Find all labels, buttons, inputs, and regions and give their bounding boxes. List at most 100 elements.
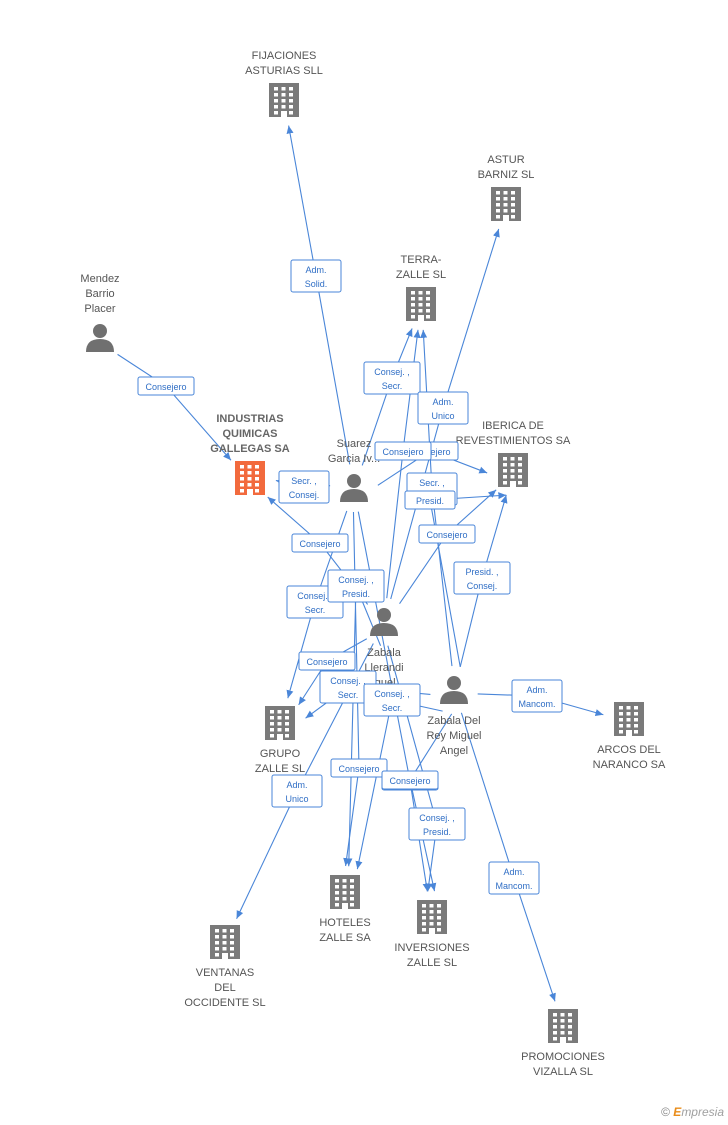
relation-label[interactable]: Presid. , Consej. [453, 561, 511, 595]
building-icon [417, 900, 447, 934]
node-label-line: DEL [214, 982, 235, 994]
relation-label[interactable]: Consejero [374, 441, 432, 461]
brand-logo-text: mpresia [681, 1105, 724, 1119]
node-label-line: Barrio [85, 288, 114, 300]
relation-label-text: Consej. , [338, 575, 374, 585]
relation-label[interactable]: Consej. ,Secr. [363, 361, 421, 395]
node-label-line: Mendez [80, 273, 119, 285]
person-icon [370, 608, 398, 636]
relation-label-box [404, 490, 456, 510]
person-icon [86, 324, 114, 352]
relation-label-box [453, 561, 511, 595]
node-label-line: ZALLE SL [407, 957, 457, 969]
person-icon [340, 474, 368, 502]
relation-label-box [374, 441, 432, 461]
relation-label-box [298, 651, 356, 671]
node-astur[interactable]: ASTUR BARNIZ SL [478, 154, 535, 221]
node-promociones[interactable]: PROMOCIONES VIZALLA SL [521, 1009, 605, 1078]
relation-label[interactable]: Consej. , Presid. [327, 569, 385, 603]
node-label-line: BARNIZ SL [478, 169, 535, 181]
node-label-line: Suarez [337, 438, 372, 450]
relation-label[interactable]: Consejero [291, 533, 349, 553]
node-label-line: HOTELES [319, 917, 370, 929]
node-terrazalle[interactable]: TERRA-ZALLE SL [396, 254, 446, 321]
relation-label-text: Consejero [145, 382, 186, 392]
node-label-line: ZALLE SL [396, 269, 446, 281]
node-label-line: ASTURIAS SLL [245, 65, 323, 77]
relation-label[interactable]: Consejero [298, 651, 356, 671]
relation-label-box [381, 770, 439, 790]
person-icon [440, 676, 468, 704]
relation-label-box [363, 361, 421, 395]
relation-label-text: Consej. [467, 581, 498, 591]
building-icon [210, 925, 240, 959]
relation-label[interactable]: Adm.Unico [271, 774, 323, 808]
relation-label[interactable]: Adm.Unico [417, 391, 469, 425]
relation-label-box [511, 679, 563, 713]
relation-label[interactable]: Consej. ,Presid. [408, 807, 466, 841]
relation-label-box [291, 533, 349, 553]
relation-label-text: Adm. [305, 265, 326, 275]
building-icon [548, 1009, 578, 1043]
relation-label-box [327, 569, 385, 603]
relation-label-text: Adm. [526, 685, 547, 695]
relation-label-text: Presid. [416, 496, 444, 506]
node-industrias[interactable]: INDUSTRIAS QUIMICAS GALLEGAS SA [210, 413, 290, 495]
relation-label[interactable]: Adm. Solid. [290, 259, 342, 293]
relation-label[interactable]: Adm. Mancom. [511, 679, 563, 713]
building-icon [235, 461, 265, 495]
node-label-line: INDUSTRIAS [216, 413, 283, 425]
relation-label-box [417, 391, 469, 425]
relation-label-text: Presid. , [465, 567, 498, 577]
relation-label-text: Secr. [382, 703, 403, 713]
relation-label[interactable]: Consejero [381, 770, 439, 790]
node-label-line: QUIMICAS [223, 428, 278, 440]
building-icon [269, 83, 299, 117]
relation-label-box [330, 758, 388, 778]
node-label-line: PROMOCIONES [521, 1051, 605, 1063]
relation-label[interactable]: Consejero [418, 524, 476, 544]
node-iberica[interactable]: IBERICA DE REVESTIMIENTOS SA [456, 420, 571, 487]
relation-edge-suarez-fijaciones [286, 125, 351, 465]
building-icon [330, 875, 360, 909]
relation-label-text: Mancom. [518, 699, 555, 709]
relation-label-text: Presid. [342, 589, 370, 599]
node-label-line: NARANCO SA [593, 759, 666, 771]
relation-label-text: Consej. , [297, 591, 333, 601]
node-label-line: REVESTIMIENTOS SA [456, 435, 571, 447]
brand-logo-initial: E [673, 1105, 682, 1119]
relation-label-box [278, 470, 330, 504]
node-label-line: Angel [440, 745, 468, 757]
relation-label[interactable]: Consejero [330, 758, 388, 778]
node-label-line: ASTUR [487, 154, 524, 166]
building-icon [614, 702, 644, 736]
relation-label-text: Consej. , [374, 689, 410, 699]
relation-label[interactable]: Consej. , Secr. [363, 683, 421, 717]
node-label-line: IBERICA DE [482, 420, 544, 432]
relation-label-text: Consej. [289, 490, 320, 500]
building-icon [491, 187, 521, 221]
relation-label-text: Solid. [305, 279, 328, 289]
relation-label-text: Unico [431, 411, 454, 421]
relation-label[interactable]: Adm.Mancom. [488, 861, 540, 895]
relation-label[interactable]: Secr. ,Consej. [278, 470, 330, 504]
relation-label[interactable]: Consejero [137, 376, 195, 396]
relation-label[interactable]: Presid. [404, 490, 456, 510]
relation-label-text: Secr. [338, 690, 359, 700]
node-label-line: Rey Miguel [426, 730, 481, 742]
relation-label-text: Consej. , [419, 813, 455, 823]
node-label-line: Zabala Del [427, 715, 480, 727]
node-label-line: VIZALLA SL [533, 1066, 593, 1078]
node-label-line: GALLEGAS SA [210, 443, 290, 455]
relation-label-text: Consej. , [330, 676, 366, 686]
